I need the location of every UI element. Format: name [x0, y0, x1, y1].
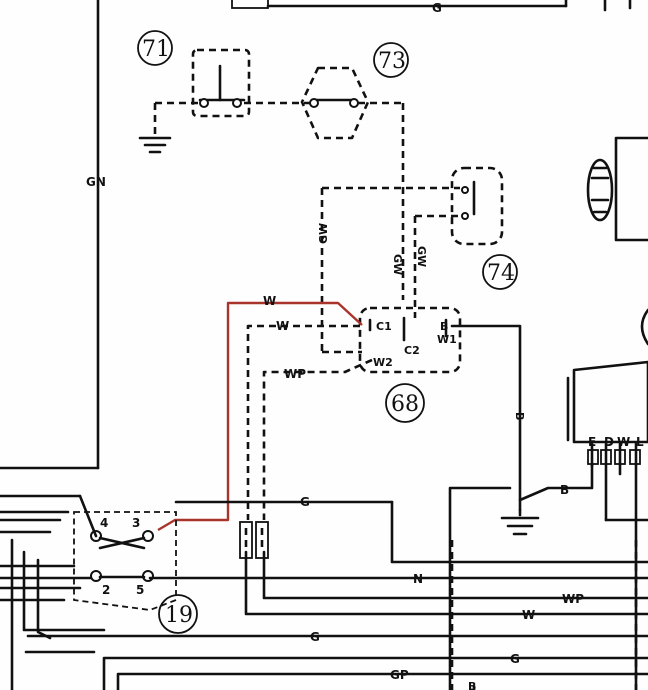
wire-label-gw-b: GW	[391, 254, 404, 275]
highlighted-w-wire	[157, 301, 363, 532]
bus-gp-wire	[24, 650, 648, 690]
wire-label-g-bus2: G	[510, 652, 520, 666]
wire-label-gn: GN	[86, 175, 106, 189]
vertical-dashed-wires	[448, 486, 638, 690]
terminal-2: 2	[102, 583, 110, 597]
component-19-switch	[73, 511, 177, 611]
label-74: 74	[487, 261, 515, 286]
terminal-3: 3	[132, 516, 140, 530]
terminal-4: 4	[100, 516, 108, 530]
top-g-wire	[96, 0, 632, 470]
badge-73	[373, 42, 409, 78]
terminal-d: D	[604, 435, 614, 449]
bus-g-wire-3	[102, 656, 648, 690]
badge-74	[482, 254, 518, 290]
w-dashed-wire	[246, 324, 360, 520]
terminal-w: W	[617, 435, 630, 449]
wire-label-b-vert: B	[513, 412, 526, 420]
alternator	[586, 136, 648, 346]
wp-dashed-wire	[262, 358, 373, 520]
wire-label-g-mid: G	[300, 495, 310, 509]
terminal-c2: C2	[404, 344, 420, 357]
wire-label-top-g: G	[432, 1, 442, 15]
wire-label-b-horiz: B	[560, 483, 569, 497]
label-68: 68	[391, 392, 419, 417]
terminal-w1: W1	[437, 333, 457, 346]
bus-w-wire	[244, 550, 648, 616]
left-wire-bundle	[0, 494, 106, 690]
label-73: 73	[378, 49, 406, 74]
connector-block	[239, 521, 269, 559]
component-71-switch	[138, 48, 251, 154]
bus-g-wire	[174, 500, 648, 564]
badge-71	[137, 30, 173, 66]
component-68-relay	[322, 306, 462, 374]
badge-68	[385, 383, 425, 423]
component-73-switch	[244, 66, 405, 300]
terminal-5: 5	[136, 583, 144, 597]
wire-label-wp-mid: WP	[284, 367, 306, 381]
component-74-switch	[320, 166, 504, 352]
terminal-l: L	[636, 435, 644, 449]
wire-label-n: N	[413, 572, 423, 586]
terminal-c1: C1	[376, 320, 392, 333]
badge-19	[158, 594, 198, 634]
wire-label-gw-c: GW	[415, 246, 428, 267]
label-71: 71	[142, 37, 170, 62]
bus-wp-wire	[262, 550, 648, 600]
terminal-e: E	[588, 435, 596, 449]
label-19: 19	[165, 603, 193, 628]
wire-label-w-red: W	[263, 294, 276, 308]
wire-label-gp: GP	[390, 668, 409, 682]
wire-label-gw-a: GW	[317, 223, 330, 244]
wire-label-b-bottom: B	[468, 680, 476, 690]
terminal-b: B	[440, 320, 448, 333]
wire-label-w-bus: W	[522, 608, 535, 622]
wire-label-wp-bus: WP	[562, 592, 584, 606]
terminal-w2: W2	[373, 356, 393, 369]
wire-label-w-mid: W	[276, 319, 289, 333]
wire-label-g-bus1: G	[310, 630, 320, 644]
b-ground-wire	[450, 324, 594, 536]
